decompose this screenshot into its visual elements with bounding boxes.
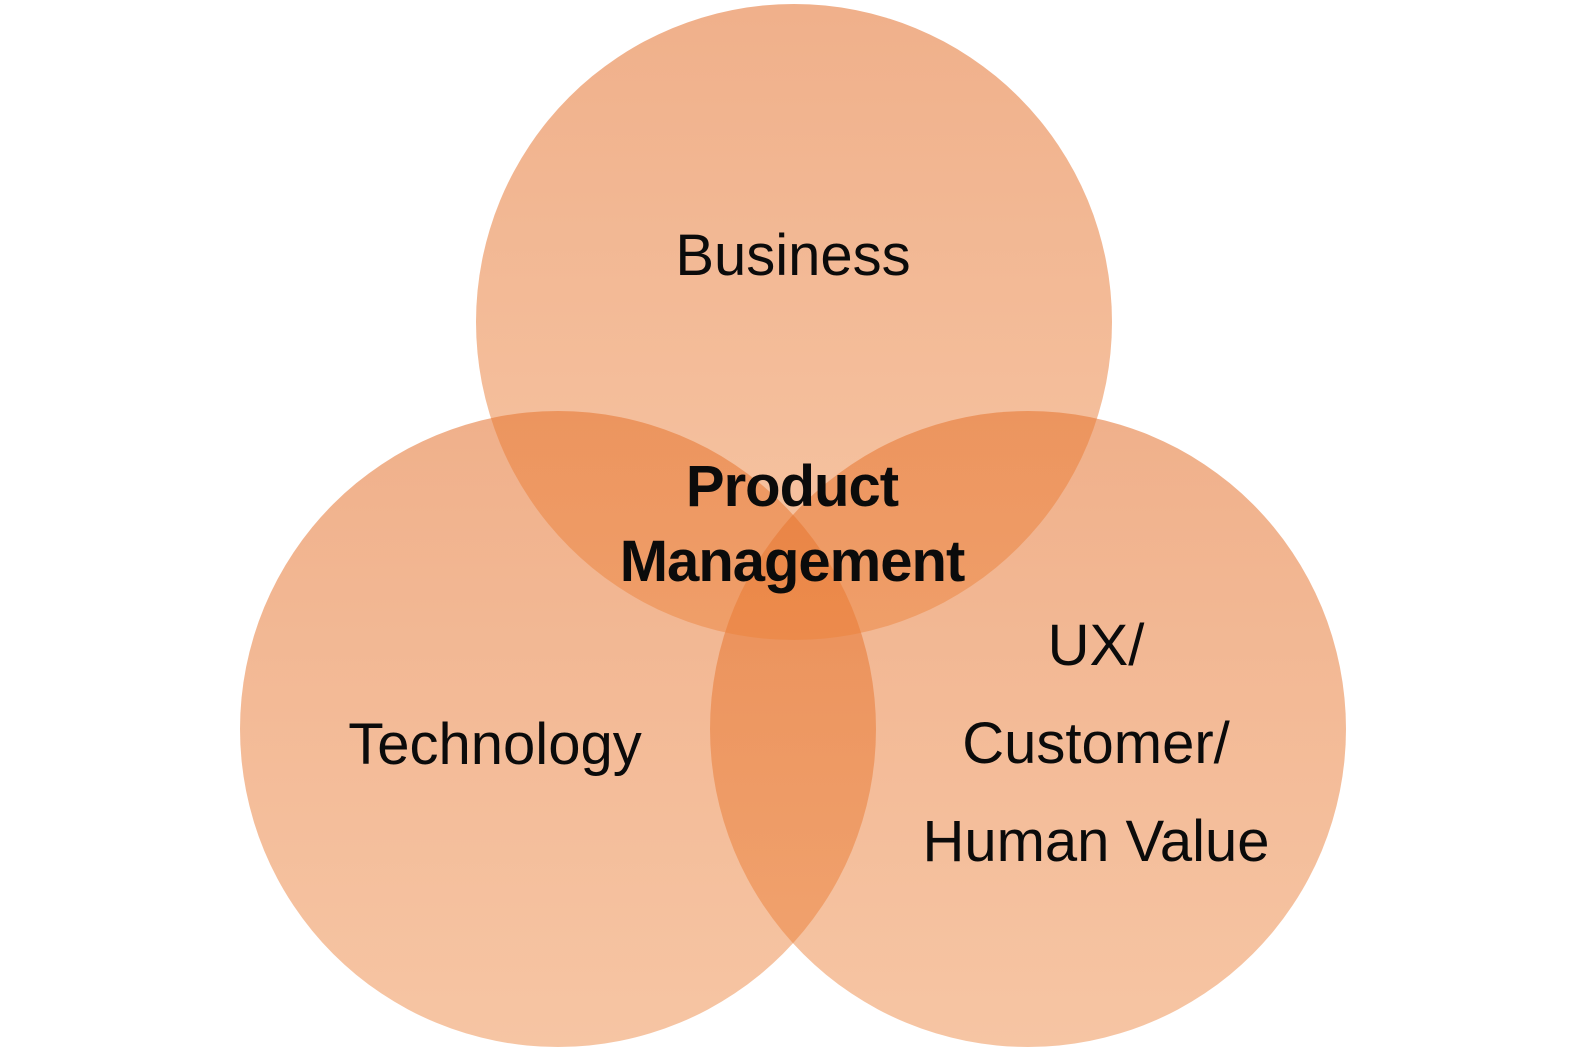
technology-label: Technology [348, 712, 642, 777]
business-label: Business [675, 223, 911, 288]
center-label-line-2: Management [619, 529, 966, 594]
center-label: Product Management [619, 449, 966, 599]
ux-label-line-3: Human Value [922, 809, 1270, 874]
ux-label-line-1: UX/ [1047, 613, 1145, 678]
center-label-line-1: Product [685, 454, 899, 519]
ux-label-line-2: Customer/ [962, 711, 1230, 776]
business-circle [476, 4, 1112, 640]
ux-label: UX/ Customer/ Human Value [922, 597, 1269, 891]
